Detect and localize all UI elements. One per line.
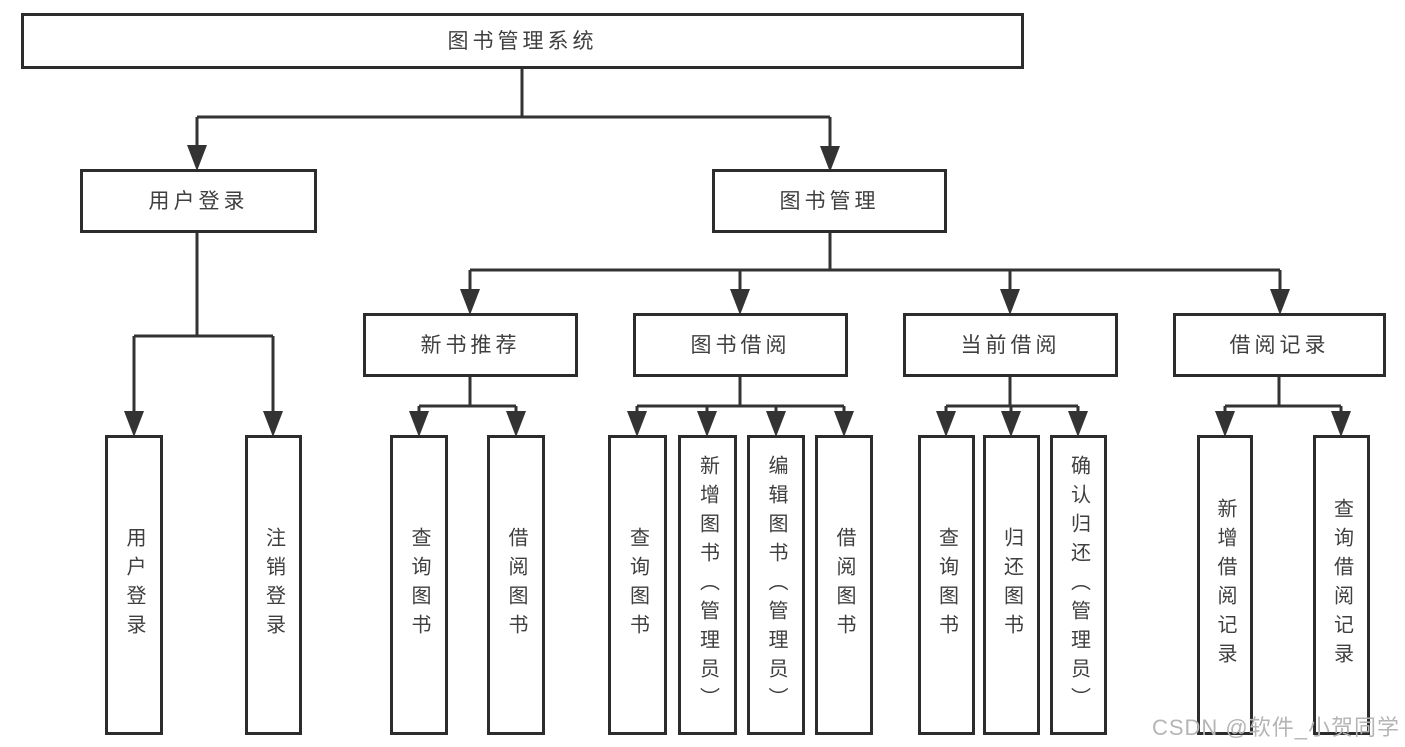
arrowhead (1001, 411, 1021, 437)
connector-lines (132, 69, 1343, 432)
leaf-user-login: 用户登录 (105, 435, 163, 735)
leaf-edit-books-admin: 编辑图书（管理员） (747, 435, 805, 735)
arrowhead (766, 411, 786, 437)
leaf-query-books-current: 查询图书 (918, 435, 975, 735)
csdn-watermark: CSDN @软件_小贺同学 (1151, 715, 1400, 740)
node-book-borrow: 图书借阅 (633, 313, 848, 377)
arrowhead (627, 411, 647, 437)
arrowhead (263, 411, 283, 437)
node-book-management: 图书管理 (712, 169, 947, 233)
leaf-add-books-admin: 新增图书（管理员） (678, 435, 737, 735)
leaf-query-books-recommend: 查询图书 (390, 435, 448, 735)
node-root-library-system: 图书管理系统 (21, 13, 1024, 69)
arrowhead (820, 146, 840, 172)
arrowhead (460, 289, 480, 315)
arrowheads (124, 145, 1351, 437)
leaf-return-books: 归还图书 (983, 435, 1040, 735)
node-current-borrow: 当前借阅 (903, 313, 1118, 377)
leaf-borrow-books-recommend: 借阅图书 (487, 435, 545, 735)
arrowhead (730, 289, 750, 315)
arrowhead (936, 411, 956, 437)
arrowhead (187, 145, 207, 171)
leaf-borrow-books: 借阅图书 (815, 435, 873, 735)
leaf-logout: 注销登录 (245, 435, 302, 735)
arrowhead (1068, 411, 1088, 437)
node-new-book-recommend: 新书推荐 (363, 313, 578, 377)
arrowhead (1215, 411, 1235, 437)
arrowhead (697, 411, 717, 437)
arrowhead (409, 411, 429, 437)
leaf-confirm-return-admin: 确认归还（管理员） (1050, 435, 1107, 735)
arrowhead (1270, 289, 1290, 315)
leaf-query-borrow-record: 查询借阅记录 (1313, 435, 1370, 735)
arrowhead (1000, 289, 1020, 315)
node-user-login: 用户登录 (80, 169, 317, 233)
arrowhead (834, 411, 854, 437)
arrowhead (506, 411, 526, 437)
leaf-query-books-borrow: 查询图书 (608, 435, 667, 735)
arrowhead (1331, 411, 1351, 437)
leaf-add-borrow-record: 新增借阅记录 (1197, 435, 1253, 735)
arrowhead (124, 411, 144, 437)
node-borrow-records: 借阅记录 (1173, 313, 1386, 377)
